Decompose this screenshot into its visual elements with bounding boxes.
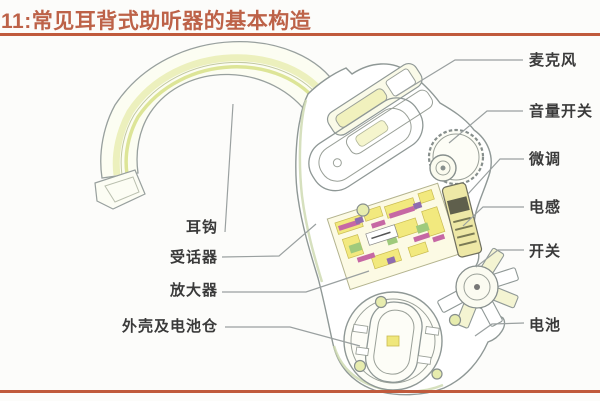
label-ear-hook: 耳钩 (185, 219, 218, 236)
label-telecoil: 电感 (529, 199, 562, 216)
label-amplifier: 放大器 (169, 282, 218, 299)
title-underline (0, 33, 600, 36)
ear-hook-tip (94, 169, 146, 210)
telecoil-component (441, 182, 483, 258)
label-volume-switch: 音量开关 (529, 103, 594, 120)
volume-wheel (427, 128, 485, 186)
leader-lines (221, 59, 525, 347)
leader-telecoil (462, 206, 524, 227)
label-receiver: 受话器 (169, 249, 218, 266)
ear-hook-tube (94, 41, 339, 210)
label-shell-battery-compartment: 外壳及电池仓 (121, 318, 218, 335)
figure-title: 11:常见耳背式助听器的基本构造 (1, 10, 312, 33)
label-battery: 电池 (529, 317, 562, 334)
label-trimmer: 微调 (529, 151, 562, 168)
bottom-rule (0, 390, 600, 393)
screws (353, 203, 462, 380)
leader-battery (474, 322, 525, 337)
label-switch: 开关 (529, 243, 562, 260)
receiver-module-ring (308, 97, 424, 192)
microphone-block (326, 62, 434, 155)
leader-switch (475, 249, 524, 268)
leader-ear-hook (224, 103, 234, 233)
leader-shell (225, 326, 361, 347)
leader-trimmer (467, 158, 524, 195)
battery-compartment (343, 291, 443, 391)
leader-volume-switch (448, 110, 523, 144)
leader-microphone (395, 59, 523, 97)
leader-amplifier (222, 270, 370, 293)
label-microphone: 麦克风 (529, 52, 578, 69)
leader-receiver (221, 223, 317, 258)
